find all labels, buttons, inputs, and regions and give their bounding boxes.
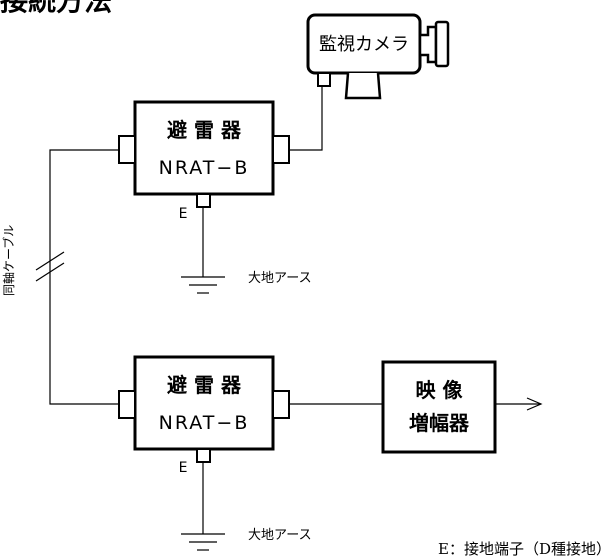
arrester-bottom-name: 避 雷 器 (167, 373, 242, 397)
camera-stand (344, 72, 382, 100)
wiring (35, 86, 543, 411)
arrester-bottom-terminal-label: E (179, 460, 188, 476)
arrester-bottom-right-port (272, 390, 290, 419)
cable-break-mark (35, 262, 65, 282)
arrester-top-terminal-label: E (179, 206, 188, 222)
arrester-bottom-left-port (118, 390, 136, 419)
coaxial-cable-label: 同軸ケーブル (1, 225, 16, 296)
video-amplifier: 映 像 増幅器 (381, 360, 497, 454)
arrester-bottom: 避 雷 器 NRAT−B E (118, 355, 290, 476)
arrester-bottom-ground-terminal (196, 448, 211, 463)
arrester-top-model: NRAT−B (159, 157, 250, 179)
ground-top: 大地アース (181, 207, 312, 294)
surveillance-camera: 監視カメラ (306, 13, 450, 100)
output-arrow-icon (526, 397, 543, 411)
ground-bottom-label: 大地アース (248, 528, 312, 543)
coaxial-cable (49, 149, 119, 405)
camera-lens-hood (434, 20, 450, 68)
page-title: 接続方法 (0, 0, 112, 17)
cable-break-mark (35, 251, 65, 271)
arrester-bottom-box (133, 355, 275, 451)
ground-top-label: 大地アース (248, 271, 312, 286)
wire-arrester-to-camera (289, 86, 323, 151)
arrester-top-right-port (272, 135, 290, 164)
arrester-bottom-model: NRAT−B (159, 412, 250, 434)
arrester-top-ground-terminal (196, 193, 211, 208)
arrester-top-left-port (118, 135, 136, 164)
arrester-top: 避 雷 器 NRAT−B E (118, 100, 290, 222)
camera-lens (418, 25, 438, 64)
ground-bottom: 大地アース (181, 462, 312, 551)
arrester-top-box (133, 100, 275, 196)
arrester-top-name: 避 雷 器 (167, 118, 242, 142)
amplifier-line1: 映 像 (416, 378, 464, 402)
amplifier-box (381, 360, 497, 454)
amplifier-line2: 増幅器 (409, 411, 470, 435)
camera-label: 監視カメラ (319, 34, 409, 55)
legend-note: E：接地端子（D種接地） (438, 540, 611, 558)
camera-connector (317, 72, 331, 87)
